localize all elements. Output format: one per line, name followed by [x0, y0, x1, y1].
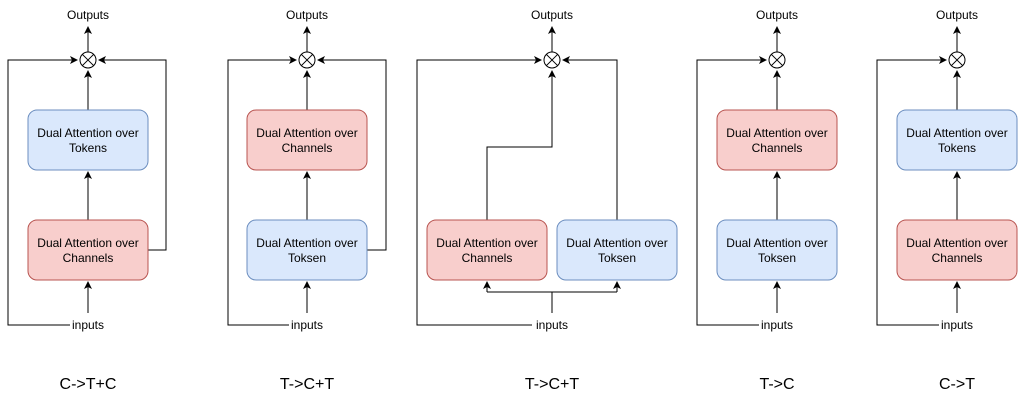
residual-left [7, 56, 78, 326]
inputs-label: inputs [72, 318, 104, 332]
box-channels [716, 109, 838, 171]
residual-left [227, 56, 297, 326]
panel-c-t: Outputs Dual Attention over Tokens Dual … [876, 8, 1018, 393]
box-dual-attention-tokens: Dual Attention over Tokens [896, 109, 1018, 171]
channels-to-merge-arrow [486, 70, 556, 220]
box-subtitle: Toksen [288, 251, 326, 265]
residual-right [317, 56, 387, 251]
box-tokens [246, 219, 368, 281]
box-subtitle: Channels [752, 141, 803, 155]
box-subtitle: Channels [282, 141, 333, 155]
residual-left [696, 56, 767, 326]
box-subtitle: Channels [63, 251, 114, 265]
residual-left [876, 56, 947, 326]
box-dual-attention-channels: Dual Attention over Channels [896, 219, 1018, 281]
panel-caption: T->C+T [525, 376, 579, 393]
box-subtitle: Toksen [758, 251, 796, 265]
panel-t-c-plus-t: Outputs Dual Attention over Channels Dua… [227, 8, 387, 393]
panel-t-c: Outputs Dual Attention over Channels Dua… [696, 8, 838, 393]
inputs-label: inputs [536, 318, 568, 332]
box-dual-attention-channels: Dual Attention over Channels [246, 109, 368, 171]
box-channels [896, 219, 1018, 281]
outputs-label: Outputs [756, 8, 798, 22]
box-title: Dual Attention over [726, 236, 827, 250]
box-dual-attention-tokens: Dual Attention over Toksen [556, 219, 678, 281]
multiply-node [298, 51, 316, 69]
box-title: Dual Attention over [566, 236, 667, 250]
panel-caption: C->T [939, 376, 975, 393]
box-tokens [896, 109, 1018, 171]
panel-caption: T->C+T [280, 376, 334, 393]
box-subtitle: Tokens [938, 141, 976, 155]
outputs-label: Outputs [286, 8, 328, 22]
box-title: Dual Attention over [906, 126, 1007, 140]
multiply-node [948, 51, 966, 69]
residual-right [98, 56, 167, 251]
multiply-node [79, 51, 97, 69]
box-channels [426, 219, 548, 281]
inputs-label: inputs [291, 318, 323, 332]
residual-left [416, 56, 542, 326]
inputs-label: inputs [761, 318, 793, 332]
box-title: Dual Attention over [37, 236, 138, 250]
box-title: Dual Attention over [906, 236, 1007, 250]
box-tokens [716, 219, 838, 281]
box-subtitle: Toksen [598, 251, 636, 265]
box-dual-attention-tokens: Dual Attention over Toksen [246, 219, 368, 281]
box-channels [27, 219, 149, 281]
box-tokens [27, 109, 149, 171]
box-tokens [556, 219, 678, 281]
outputs-label: Outputs [67, 8, 109, 22]
box-channels [246, 109, 368, 171]
box-subtitle: Channels [932, 251, 983, 265]
panel-parallel-t-c-plus-t: Outputs Dual Attention over Channels Dua… [416, 8, 678, 393]
tokens-to-merge-arrow [562, 56, 618, 220]
box-dual-attention-tokens: Dual Attention over Toksen [716, 219, 838, 281]
box-title: Dual Attention over [436, 236, 537, 250]
box-title: Dual Attention over [726, 126, 827, 140]
inputs-label: inputs [941, 318, 973, 332]
panel-caption: T->C [759, 376, 794, 393]
box-dual-attention-channels: Dual Attention over Channels [716, 109, 838, 171]
box-title: Dual Attention over [37, 126, 138, 140]
box-title: Dual Attention over [256, 236, 357, 250]
box-title: Dual Attention over [256, 126, 357, 140]
panel-c-t-plus-c: Outputs Dual Attention over Tokens Dual … [7, 8, 167, 393]
multiply-node [768, 51, 786, 69]
box-subtitle: Tokens [69, 141, 107, 155]
multiply-node [543, 51, 561, 69]
box-dual-attention-tokens: Dual Attention over Tokens [27, 109, 149, 171]
outputs-label: Outputs [531, 8, 573, 22]
box-subtitle: Channels [462, 251, 513, 265]
panel-caption: C->T+C [60, 376, 117, 393]
box-dual-attention-channels: Dual Attention over Channels [27, 219, 149, 281]
outputs-label: Outputs [936, 8, 978, 22]
box-dual-attention-channels: Dual Attention over Channels [426, 219, 548, 281]
